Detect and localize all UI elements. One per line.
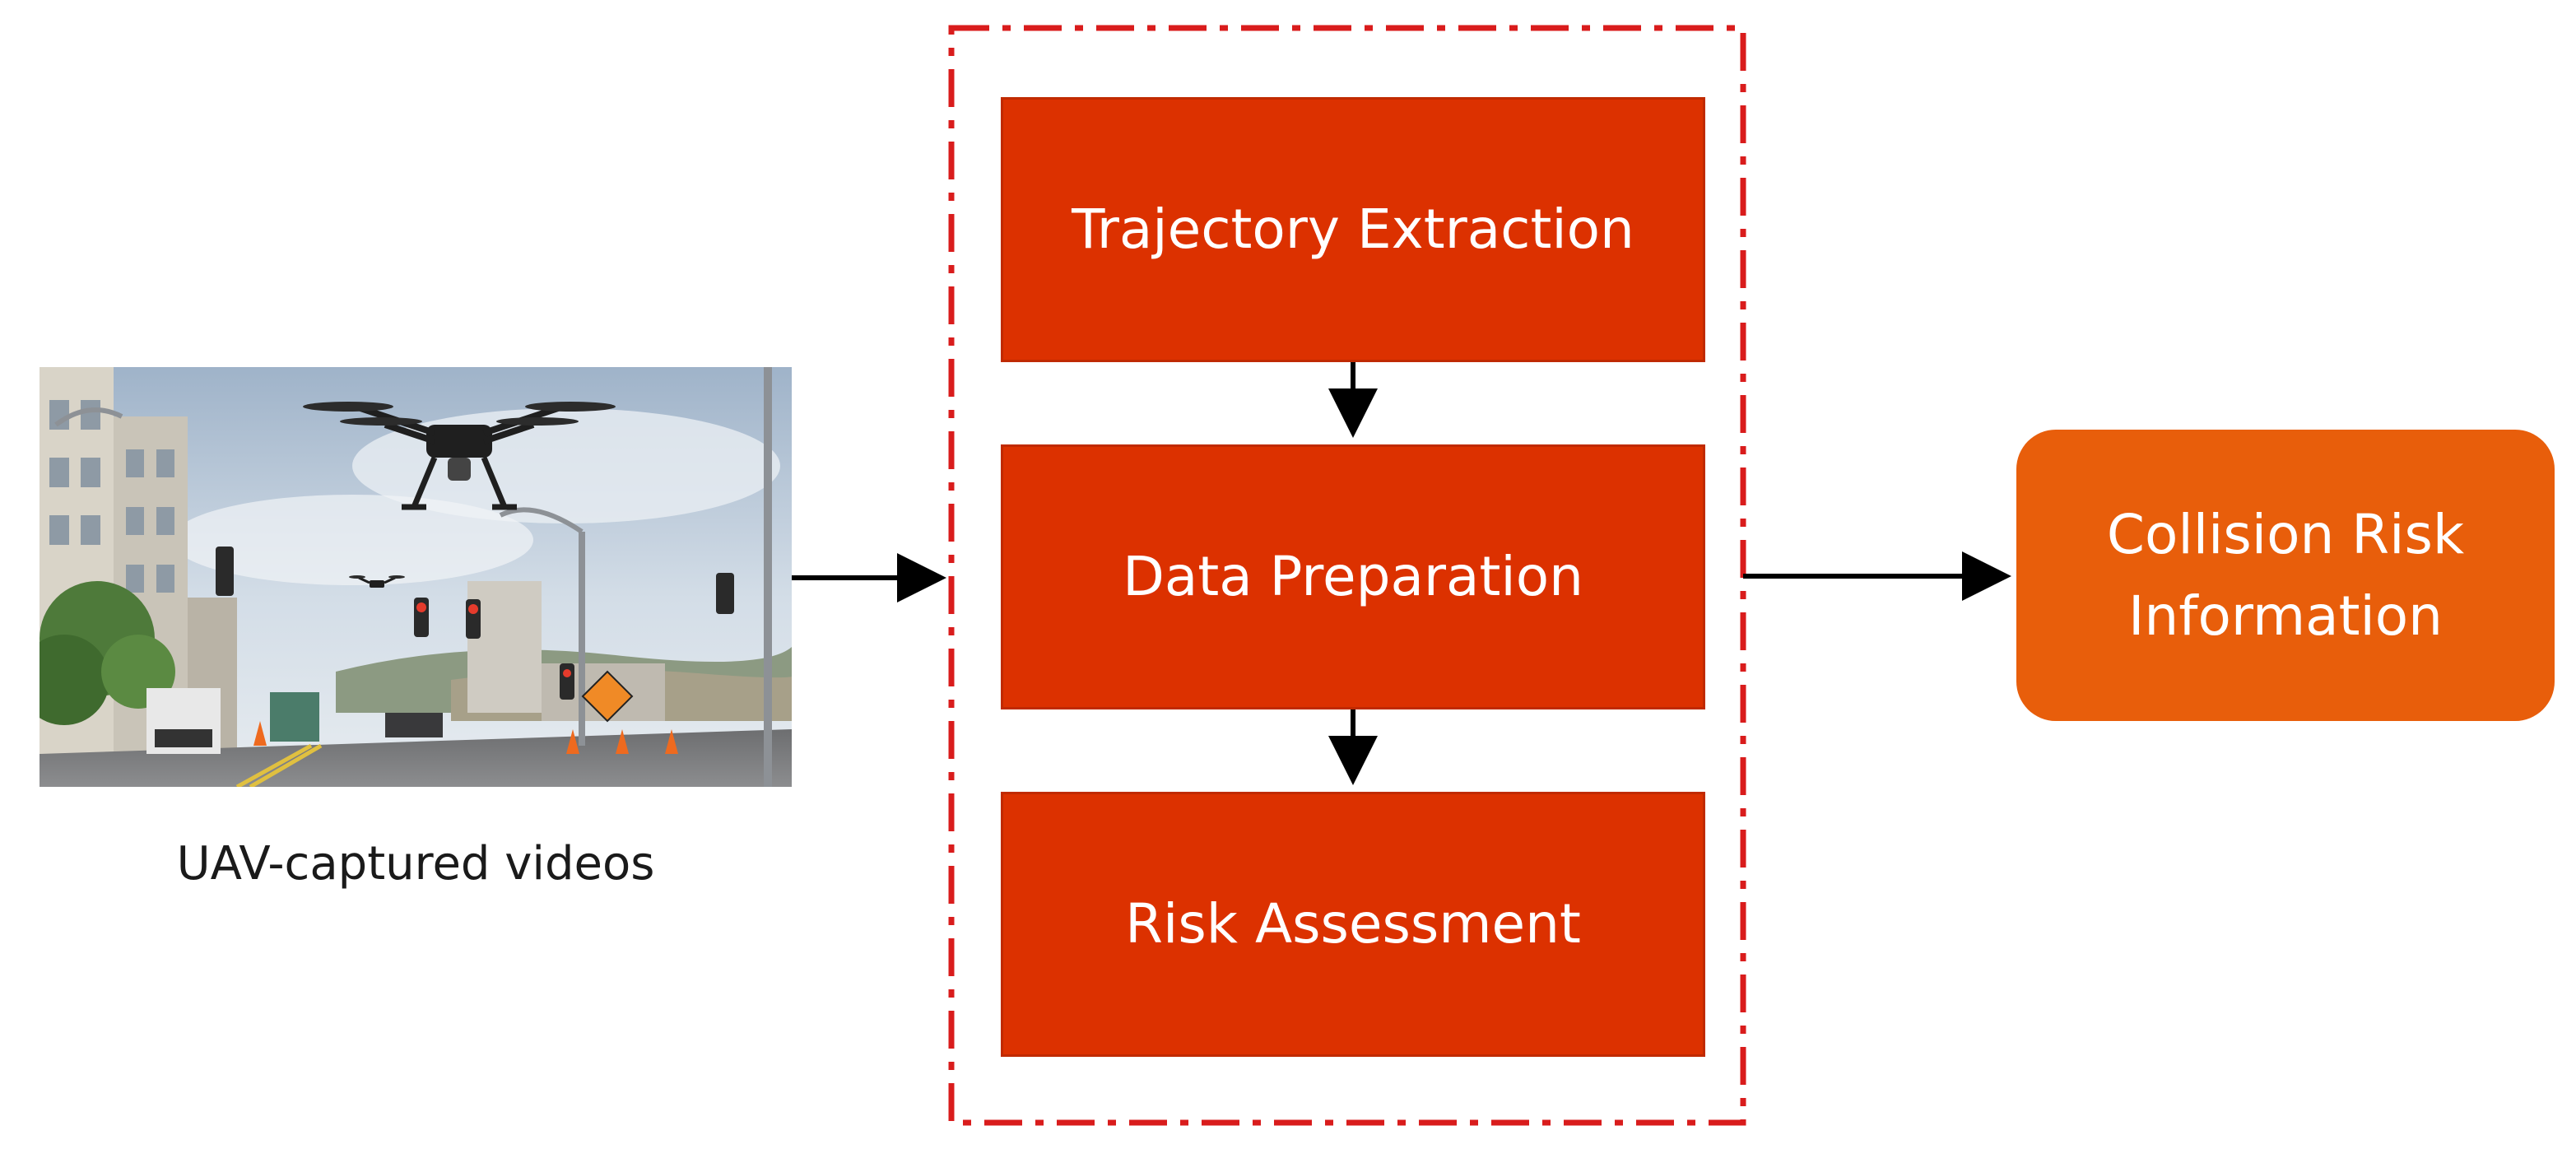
- output-label: Collision Risk Information: [2106, 503, 2465, 648]
- step-trajectory-extraction: Trajectory Extraction: [1001, 97, 1705, 362]
- step-data-preparation: Data Preparation: [1001, 444, 1705, 709]
- input-caption: UAV-captured videos: [176, 837, 655, 891]
- output-collision-risk: Collision Risk Information: [2016, 430, 2555, 721]
- step-label: Risk Assessment: [1125, 892, 1581, 956]
- step-label: Trajectory Extraction: [1072, 198, 1634, 262]
- uav-street-photo: [40, 367, 792, 787]
- step-label: Data Preparation: [1123, 545, 1583, 609]
- step-risk-assessment: Risk Assessment: [1001, 792, 1705, 1057]
